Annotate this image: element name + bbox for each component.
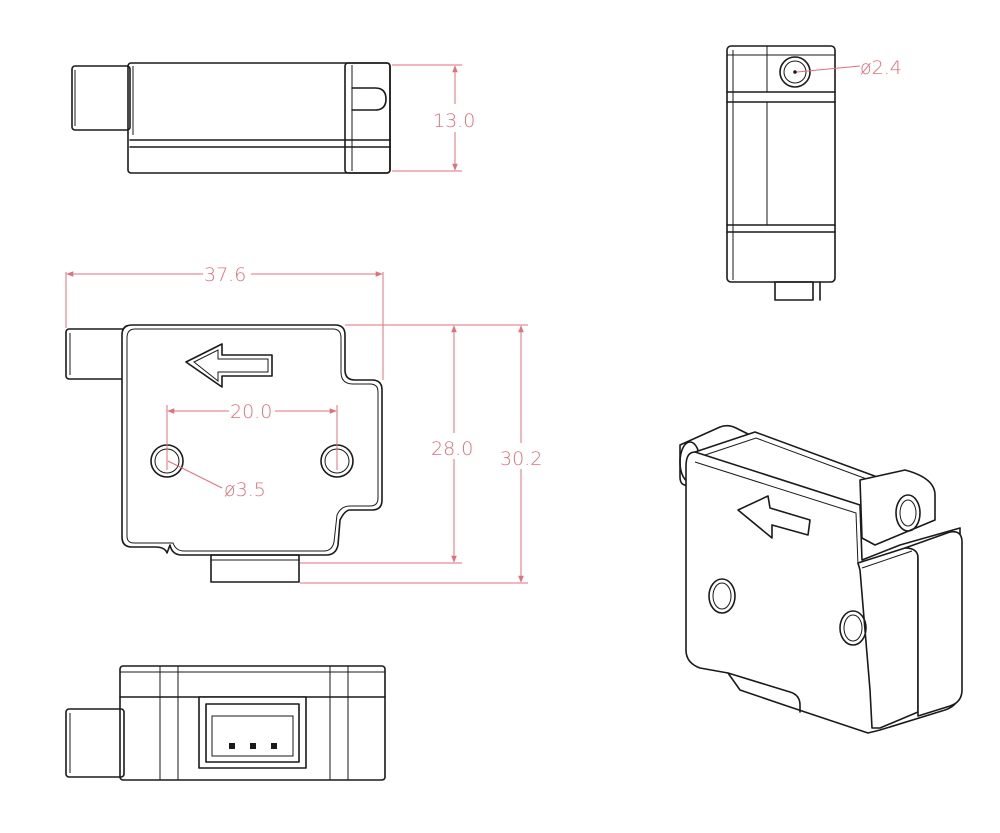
hole-spacing-label: 20.0 (230, 401, 272, 423)
mount-hole-label: ø3.5 (224, 479, 266, 501)
total-height-label: 30.2 (500, 448, 542, 470)
width-label: 37.6 (204, 264, 246, 286)
top-view (71, 62, 391, 174)
bottom-view (65, 665, 386, 781)
front-view (65, 324, 383, 583)
isometric-view (679, 424, 963, 734)
side-view (726, 45, 836, 301)
filament-hole-label: ø2.4 (860, 57, 902, 79)
thickness-dimension: 13.0 (392, 64, 476, 172)
thickness-label: 13.0 (433, 110, 475, 132)
front-dimensions: 37.6 20.0 ø3.5 28.0 30.2 (65, 262, 546, 584)
body-height-label: 28.0 (431, 438, 473, 460)
filament-hole-dimension: ø2.4 (796, 57, 902, 79)
